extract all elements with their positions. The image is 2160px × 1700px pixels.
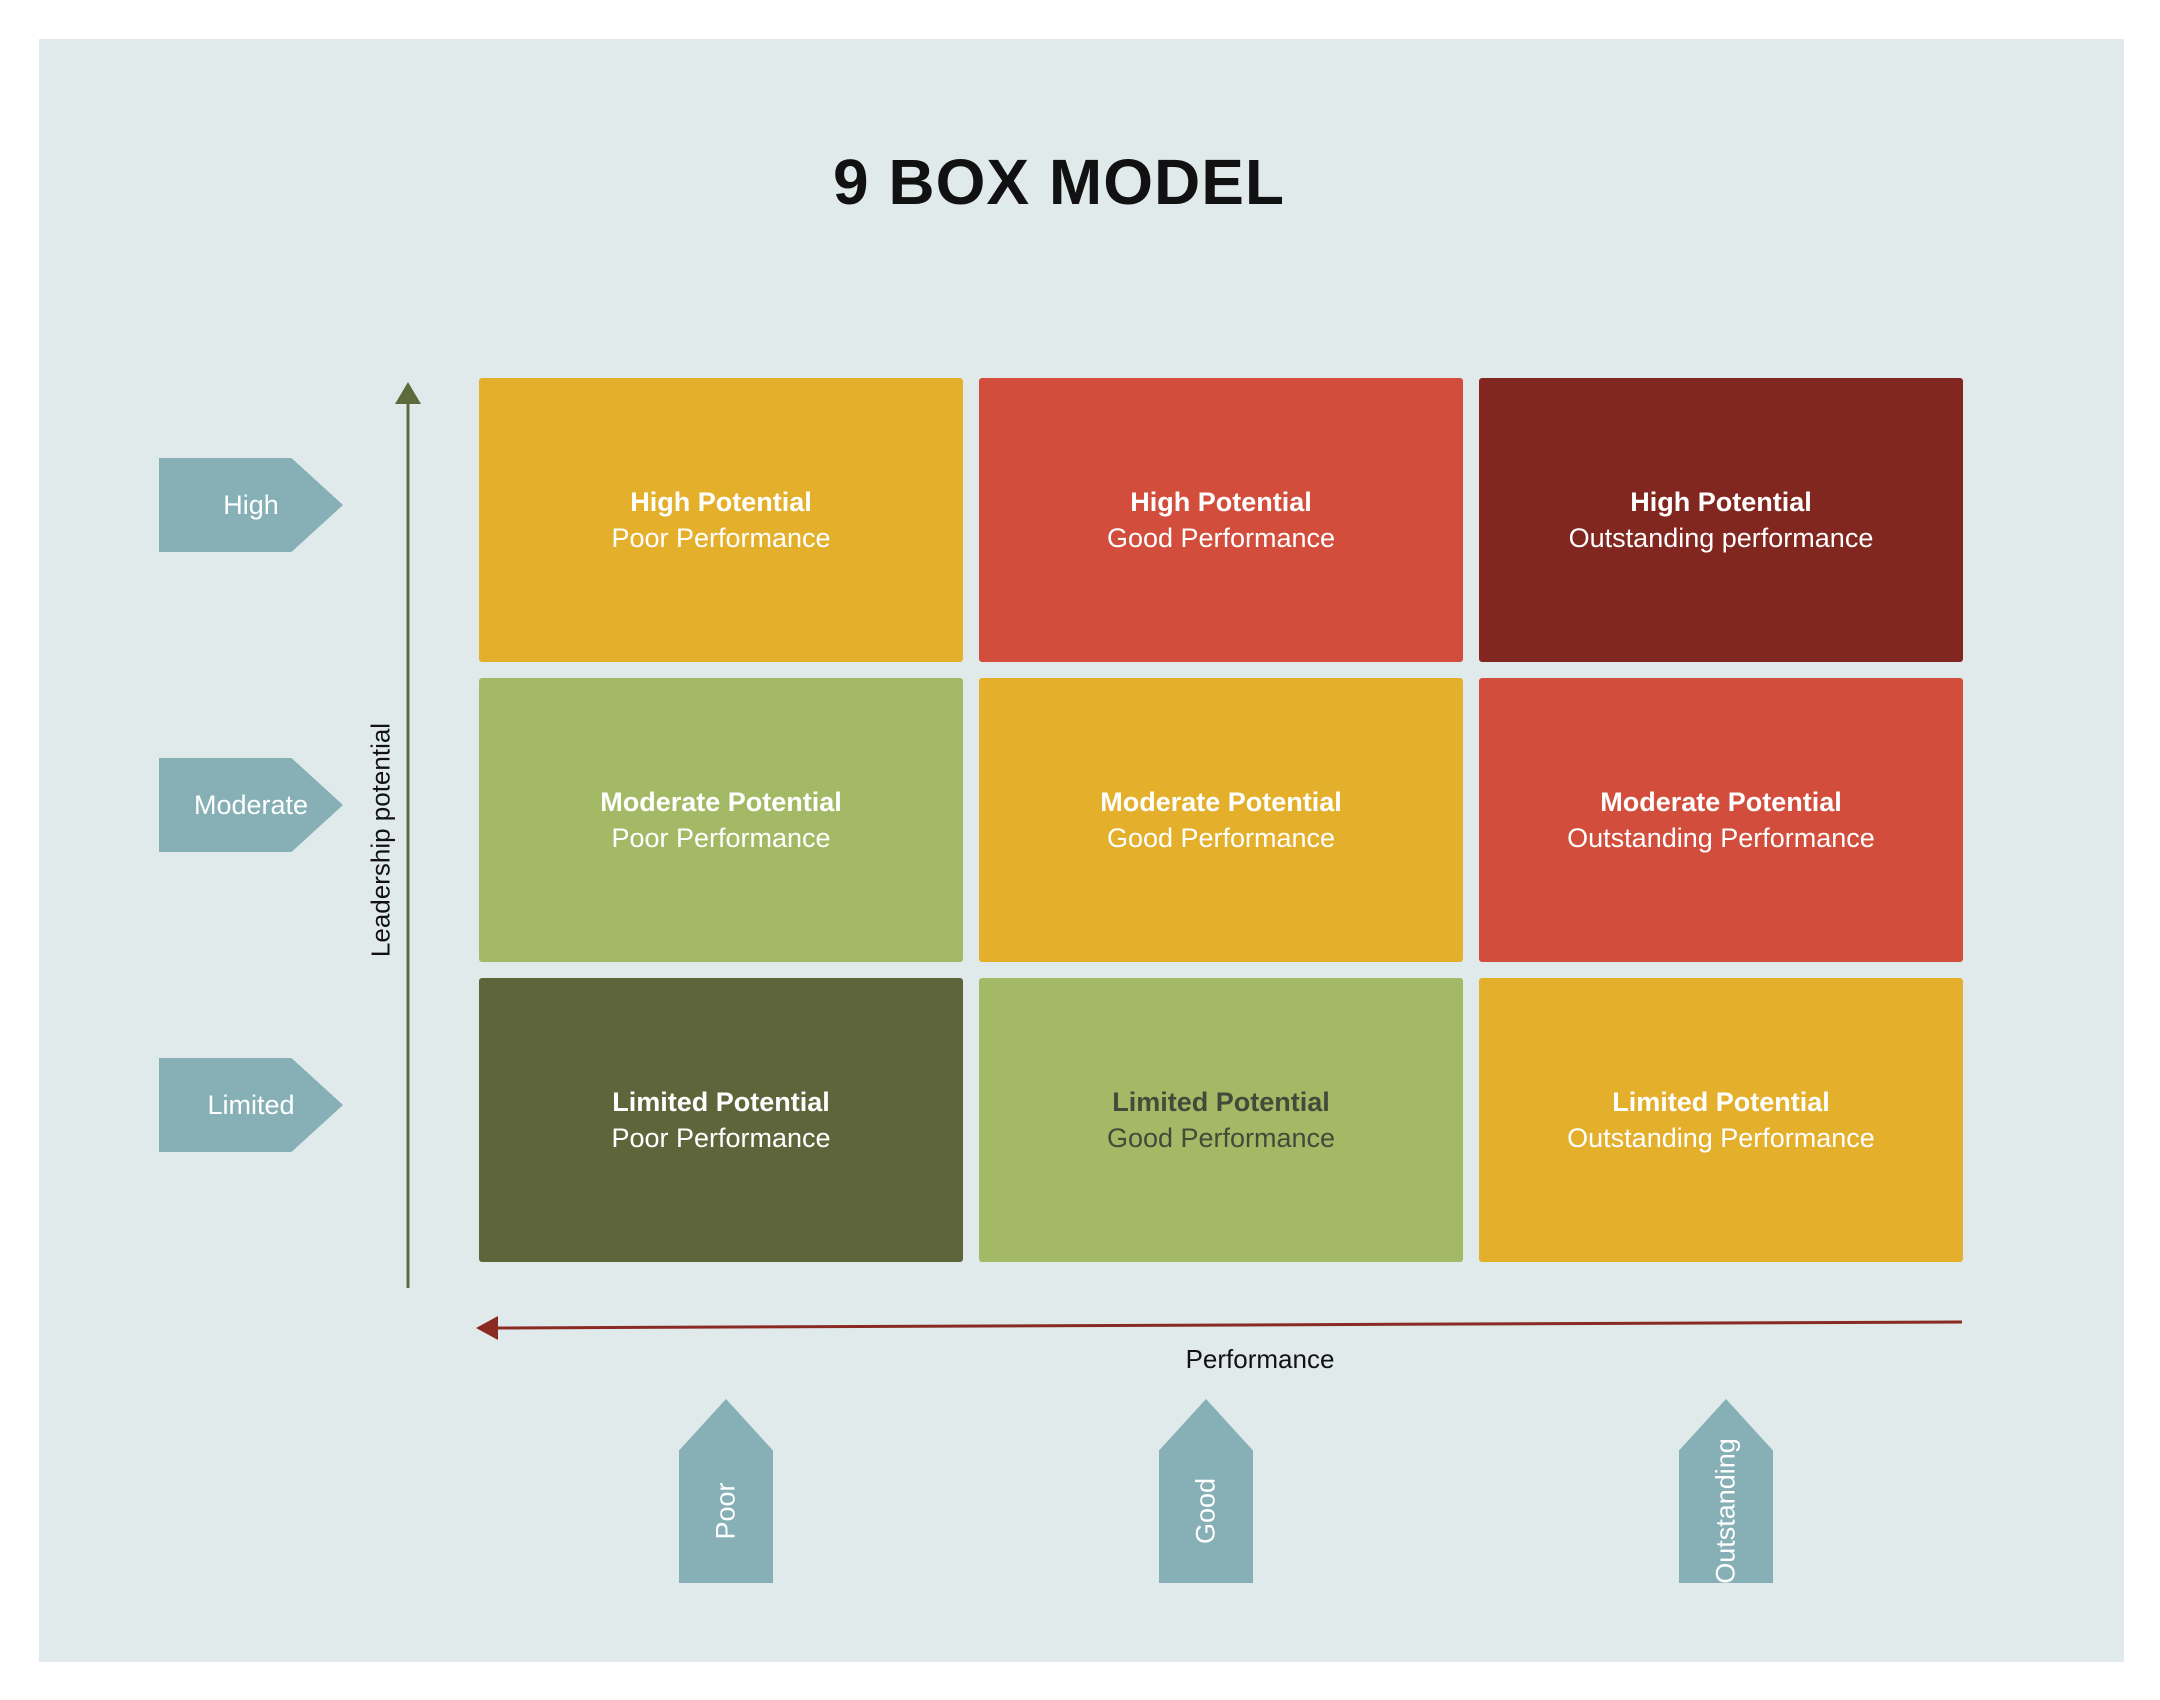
box-subtitle: Outstanding Performance — [1567, 1123, 1875, 1153]
box-limited-good: Limited Potential Good Performance — [979, 978, 1463, 1262]
box-title: Moderate Potential — [1100, 787, 1342, 817]
box-subtitle: Poor Performance — [611, 1123, 831, 1153]
box-high-good: High Potential Good Performance — [979, 378, 1463, 662]
box-subtitle: Poor Performance — [611, 523, 831, 553]
box-subtitle: Outstanding performance — [1568, 523, 1874, 553]
box-title: High Potential — [1130, 487, 1312, 517]
y-axis-label: Leadership potential — [365, 722, 396, 958]
col-tag-label: Poor — [710, 1482, 741, 1540]
box-moderate-poor: Moderate Potential Poor Performance — [479, 678, 963, 962]
box-subtitle: Good Performance — [1106, 1123, 1336, 1153]
row-tag-label: Moderate — [193, 789, 309, 820]
box-title: Moderate Potential — [1600, 787, 1842, 817]
page-title: 9 BOX MODEL — [833, 146, 1285, 218]
row-tag-label: Limited — [207, 1089, 295, 1120]
box-limited-poor: Limited Potential Poor Performance — [479, 978, 963, 1262]
box-subtitle: Good Performance — [1106, 823, 1336, 853]
box-title: High Potential — [1630, 487, 1812, 517]
box-title: Moderate Potential — [600, 787, 842, 817]
row-tag-label: High — [223, 489, 279, 520]
box-title: High Potential — [630, 487, 812, 517]
box-subtitle: Poor Performance — [611, 823, 831, 853]
box-subtitle: Outstanding Performance — [1567, 823, 1875, 853]
box-title: Limited Potential — [612, 1087, 830, 1117]
box-subtitle: Good Performance — [1106, 523, 1336, 553]
col-tag-label: Good — [1190, 1477, 1221, 1545]
box-high-poor: High Potential Poor Performance — [479, 378, 963, 662]
box-moderate-good: Moderate Potential Good Performance — [979, 678, 1463, 962]
box-title: Limited Potential — [1112, 1087, 1330, 1117]
box-limited-outstanding: Limited Potential Outstanding Performanc… — [1479, 978, 1963, 1262]
box-title: Limited Potential — [1612, 1087, 1830, 1117]
box-high-outstanding: High Potential Outstanding performance — [1479, 378, 1963, 662]
x-axis-label: Performance — [1185, 1344, 1335, 1374]
box-moderate-outstanding: Moderate Potential Outstanding Performan… — [1479, 678, 1963, 962]
col-tag-label: Outstanding — [1710, 1438, 1741, 1584]
